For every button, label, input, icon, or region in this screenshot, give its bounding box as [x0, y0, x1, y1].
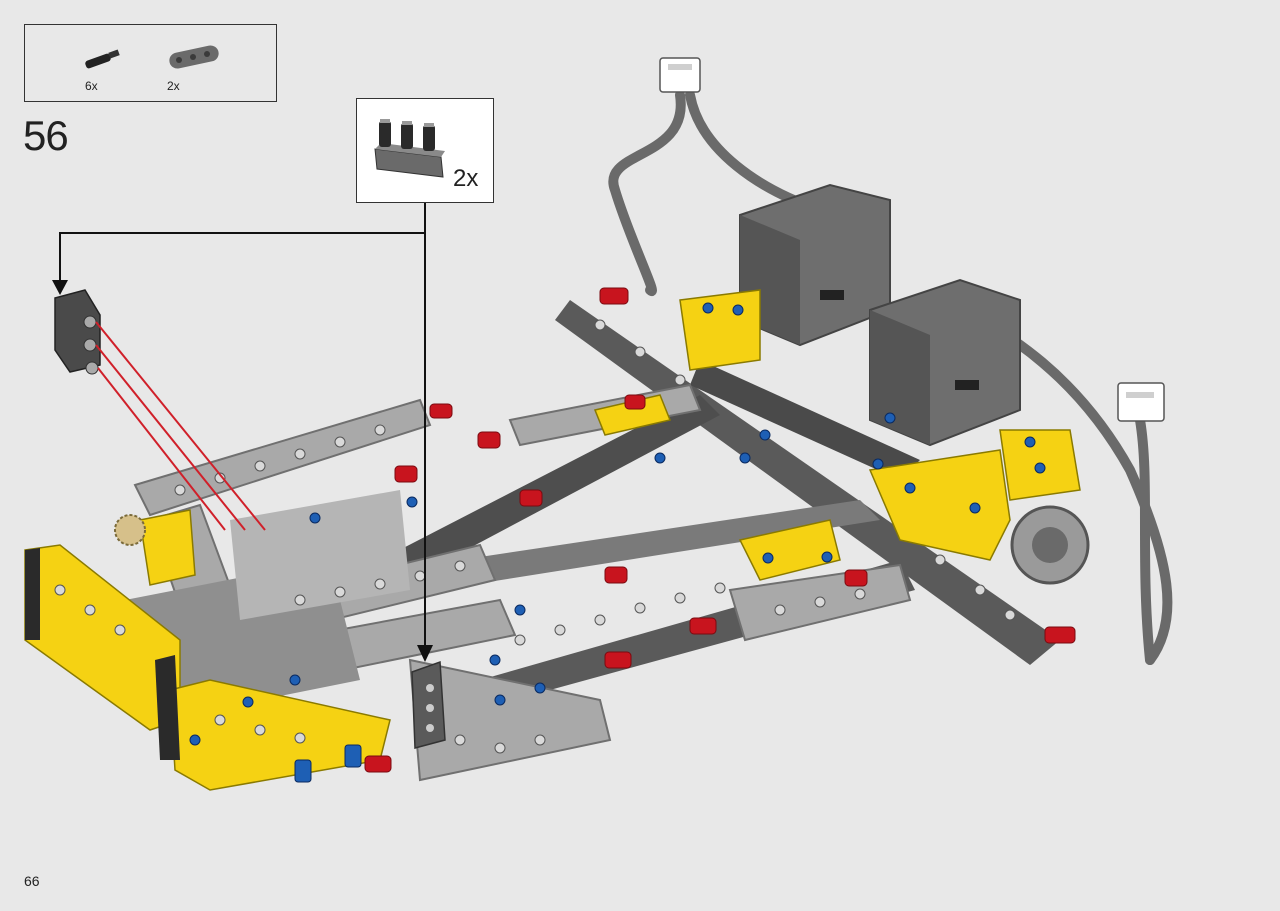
- new-beam-with-pins: [54, 289, 101, 375]
- cable-connector-right: [1117, 382, 1165, 422]
- arrow-head-down: [417, 645, 433, 662]
- part-count-pin: 6x: [85, 79, 98, 93]
- tan-gear: [114, 514, 146, 546]
- placed-beam-target: [411, 660, 446, 749]
- friction-pin-with-axle-icon: [85, 49, 120, 69]
- motor-hub: [1010, 505, 1090, 585]
- callout-arrows: [59, 203, 426, 645]
- cable-connector-top: [659, 57, 701, 93]
- blue-pins: [189, 302, 1046, 783]
- dark-gray-beam-icon: [169, 45, 219, 69]
- beam-with-pins-icon: [374, 119, 445, 178]
- arrow-head-left: [52, 280, 68, 295]
- red-pins: [364, 287, 1076, 773]
- motor-right: [869, 278, 1021, 447]
- parts-list-box: 6x 2x: [24, 24, 277, 102]
- black-bumper: [25, 548, 180, 760]
- step-number: 56: [23, 112, 69, 159]
- sub-assembly-callout: 2x: [356, 98, 494, 203]
- red-guide-lines: [95, 321, 266, 531]
- callout-count: 2x: [453, 165, 479, 192]
- motor-left: [739, 183, 891, 347]
- part-count-beam: 2x: [167, 79, 180, 93]
- page-number: 66: [24, 873, 40, 889]
- beam-holes: [54, 319, 1016, 754]
